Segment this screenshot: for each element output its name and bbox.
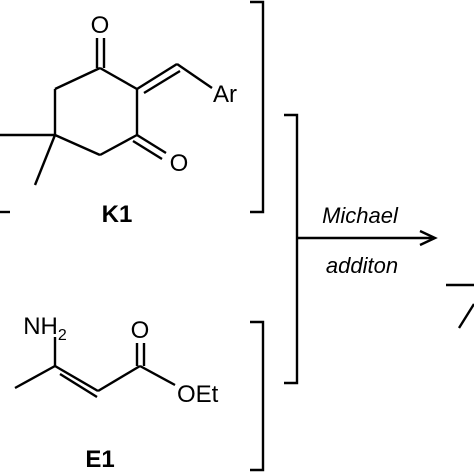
- label-k1: K1: [102, 201, 133, 228]
- bond: [457, 303, 474, 329]
- bond: [143, 69, 181, 95]
- arrowhead: [419, 229, 438, 247]
- bond: [54, 133, 101, 157]
- product-fragment: [446, 283, 474, 329]
- atom-o: O: [131, 317, 150, 344]
- atom-nh2: NH2: [23, 313, 67, 344]
- bond: [54, 66, 101, 91]
- bond: [14, 364, 56, 390]
- bond: [59, 372, 98, 399]
- label-e1: E1: [85, 446, 114, 473]
- atom-o-top: O: [91, 12, 110, 39]
- condition-additon: additon: [326, 253, 398, 278]
- bond: [54, 364, 99, 393]
- bond: [97, 364, 141, 393]
- bond: [139, 364, 176, 387]
- bond: [99, 133, 138, 157]
- molecule-k1: O O Ar K1: [0, 12, 237, 228]
- bracket-right-k1: [250, 0, 265, 214]
- bracket-right-e1: [250, 320, 265, 472]
- bond: [136, 62, 178, 91]
- bond: [176, 63, 213, 89]
- condition-michael: Michael: [322, 203, 399, 228]
- bracket-k1: [0, 0, 265, 214]
- atom-o-right: O: [170, 150, 189, 177]
- atom-ar: Ar: [213, 81, 237, 108]
- bond: [33, 134, 57, 186]
- molecule-e1: NH2 O OEt E1: [14, 313, 219, 473]
- atom-oet: OEt: [177, 381, 219, 408]
- bond: [132, 139, 163, 161]
- combining-bracket: [284, 113, 299, 385]
- bond: [136, 133, 167, 155]
- bond: [99, 66, 138, 91]
